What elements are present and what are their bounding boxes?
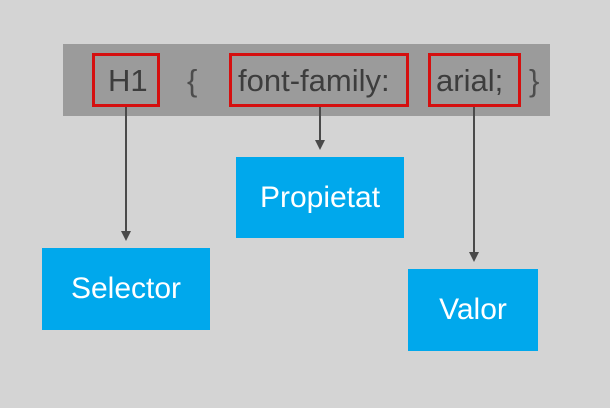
value-label-box: Valor: [408, 269, 538, 351]
code-close-brace: }: [529, 63, 540, 98]
property-highlight: [229, 53, 409, 107]
code-property-text: font-family:: [238, 63, 390, 98]
selector-label-box: Selector: [42, 248, 210, 330]
code-value-text: arial;: [436, 63, 504, 98]
property-label: Propietat: [259, 180, 381, 214]
selector-label: Selector: [70, 272, 182, 305]
code-selector-text: H1: [108, 63, 148, 98]
code-open-brace: {: [187, 63, 198, 98]
value-label: Valor: [439, 293, 507, 326]
selector-highlight: [92, 53, 160, 107]
property-label-box: Propietat: [236, 157, 404, 238]
value-highlight: [428, 53, 521, 107]
